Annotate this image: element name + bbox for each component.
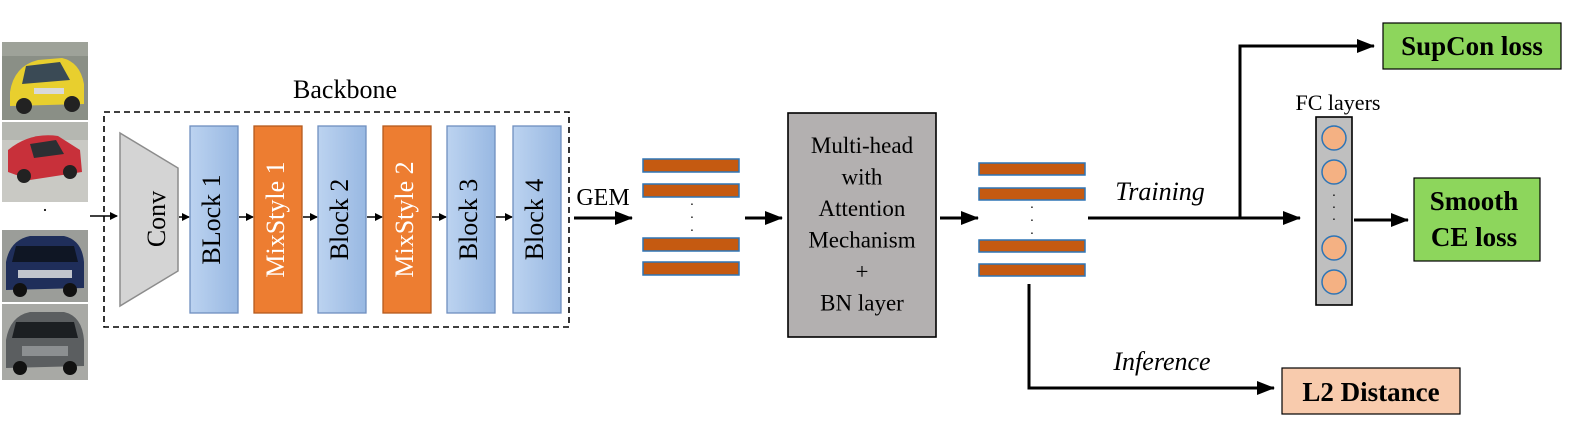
feature-ellipsis: ·	[1030, 214, 1035, 229]
l2-distance-label: L2 Distance	[1302, 377, 1439, 407]
vehicle-image-yellow-car	[2, 42, 88, 120]
neuron	[1321, 235, 1347, 261]
backbone-blocks: BLock 1 MixStyle 1 Block 2 MixStyle 2 Block …	[179, 125, 562, 314]
smooth-ce-loss-label-line2: CE loss	[1431, 222, 1517, 252]
conv-layer	[119, 131, 179, 308]
neuron	[1321, 125, 1347, 151]
supcon-loss-box	[1382, 22, 1562, 70]
block-label: Block 2	[325, 179, 354, 261]
attention-label-line: BN layer	[820, 291, 904, 316]
smooth-ce-loss-label-line1: Smooth	[1430, 186, 1519, 216]
neuron-ellipsis: ·	[1332, 201, 1337, 216]
feature-bar	[642, 261, 740, 276]
feature-bar	[642, 158, 740, 173]
smooth-ce-loss-box	[1413, 177, 1541, 262]
conv-label: Conv	[142, 191, 171, 247]
vehicle-image-blue-suv	[2, 230, 88, 302]
attention-label-line: Mechanism	[808, 228, 915, 253]
embedding-feature-vector: · · ·	[978, 162, 1086, 277]
neuron-ellipsis: ·	[1332, 189, 1337, 204]
backbone-block	[512, 125, 562, 314]
backbone-title: Backbone	[293, 75, 397, 104]
gem-label: GEM	[576, 185, 629, 211]
attention-label-line: Multi-head	[811, 133, 914, 158]
feature-bar	[978, 239, 1086, 253]
mixstyle-layer	[253, 125, 303, 314]
mixstyle-label: MixStyle 1	[261, 161, 290, 277]
attention-module	[787, 112, 937, 338]
training-label: Training	[1115, 177, 1205, 206]
l2-distance-box	[1281, 367, 1461, 415]
mixstyle-label: MixStyle 2	[390, 161, 419, 277]
feature-bar	[978, 263, 1086, 277]
feature-ellipsis: ·	[1030, 227, 1035, 242]
neuron-ellipsis: ·	[1332, 213, 1337, 228]
backbone-container	[103, 111, 570, 328]
input-images: ·	[2, 42, 88, 380]
image-ellipsis: ·	[42, 200, 48, 220]
neuron	[1321, 159, 1347, 185]
feature-ellipsis: ·	[690, 211, 695, 226]
supcon-arrow	[1238, 39, 1375, 218]
vehicle-image-grey-suv	[2, 304, 88, 380]
feature-bar	[642, 237, 740, 252]
backbone-block	[317, 125, 367, 314]
attention-label-line: Attention	[819, 196, 906, 221]
feature-bar	[642, 183, 740, 198]
mixstyle-layer	[382, 125, 432, 314]
fc-layers-label: FC layers	[1296, 90, 1381, 115]
backbone-block	[189, 125, 239, 314]
fc-neurons: · · ·	[1321, 125, 1347, 295]
feature-ellipsis: ·	[690, 224, 695, 239]
inference-label: Inference	[1112, 347, 1210, 376]
feature-bar	[978, 187, 1086, 201]
pooled-feature-vector: · · ·	[642, 158, 740, 276]
backbone-block	[446, 125, 496, 314]
block-label: Block 3	[454, 179, 483, 261]
feature-ellipsis: ·	[1030, 201, 1035, 216]
feature-bar	[978, 162, 1086, 176]
feature-ellipsis: ·	[690, 198, 695, 213]
vehicle-image-red-car	[2, 122, 88, 202]
supcon-loss-label: SupCon loss	[1401, 31, 1543, 61]
block-label: Block 4	[520, 179, 549, 261]
inference-arrow	[1027, 284, 1275, 395]
attention-label-line: with	[842, 165, 883, 190]
attention-label-line: +	[856, 259, 869, 284]
neuron	[1321, 269, 1347, 295]
block-label: BLock 1	[197, 174, 226, 264]
